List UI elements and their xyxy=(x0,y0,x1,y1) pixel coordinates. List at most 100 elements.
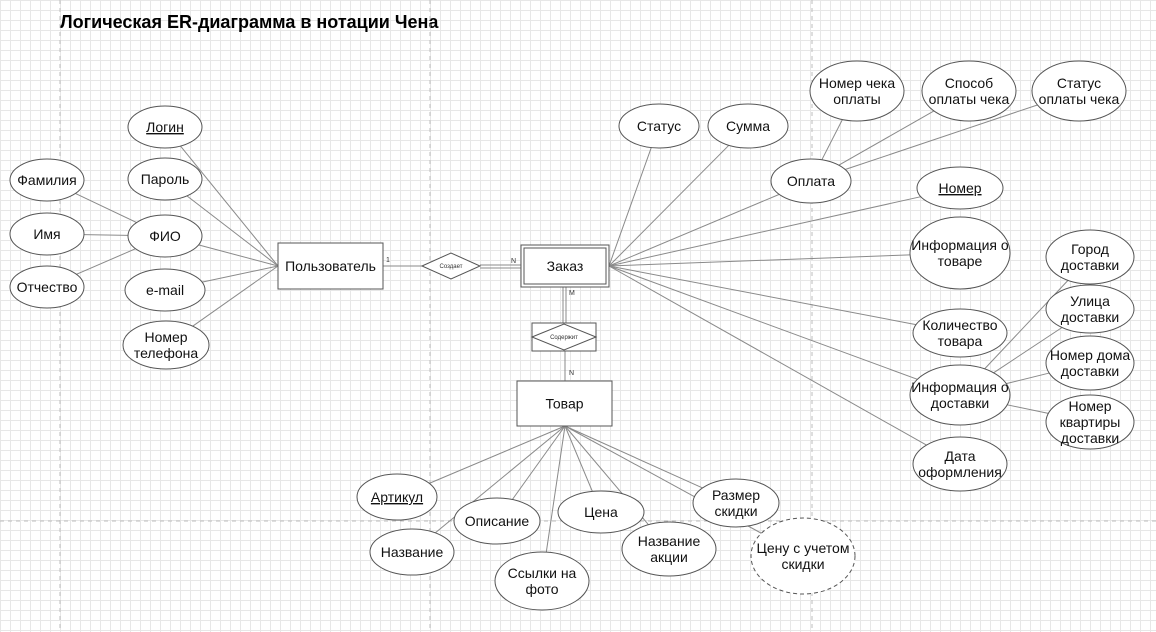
attribute-label: Название xyxy=(381,544,444,560)
relationship-label: Содержит xyxy=(550,335,578,341)
entity-shape xyxy=(516,380,613,427)
attribute-login[interactable]: Логин xyxy=(127,105,203,149)
attribute-shape xyxy=(912,308,1008,358)
cardinality-label: N xyxy=(569,370,574,377)
attribute-order-number[interactable]: Номер xyxy=(916,166,1004,210)
attribute-shape xyxy=(1031,60,1127,122)
entity-label: Пользователь xyxy=(285,258,376,274)
attribute-shape xyxy=(618,103,700,149)
cardinality-label: M xyxy=(569,290,575,297)
diagram-title: Логическая ER-диаграмма в нотации Чена xyxy=(60,12,439,32)
connector-line xyxy=(608,265,927,446)
connector-line xyxy=(83,234,129,236)
attribute-shape xyxy=(770,158,852,204)
attribute-password[interactable]: Пароль xyxy=(127,157,203,201)
attribute-name[interactable]: Имя xyxy=(9,212,85,256)
attribute-shape xyxy=(912,436,1008,492)
cardinality-label: 1 xyxy=(386,257,390,264)
connector-line xyxy=(838,110,935,166)
attribute-description[interactable]: Описание xyxy=(453,497,541,545)
connector-line xyxy=(198,244,279,267)
attribute-shape xyxy=(127,214,203,258)
attribute-shape xyxy=(127,157,203,201)
relationship-creates[interactable]: Создает xyxy=(420,252,482,280)
attribute-label: ФИО xyxy=(149,228,181,244)
attribute-label: Отчество xyxy=(17,279,78,295)
attribute-shape xyxy=(9,265,85,309)
relationship-shape xyxy=(420,252,482,280)
connector-line xyxy=(608,254,911,267)
connector-line xyxy=(429,425,566,484)
attribute-label: Сумма xyxy=(726,118,770,134)
attribute-shape xyxy=(621,521,717,577)
attribute-shape xyxy=(9,158,85,202)
connector-line xyxy=(821,119,843,161)
attribute-shape xyxy=(707,103,789,149)
attribute-shape xyxy=(692,478,780,528)
connector-line xyxy=(608,144,730,267)
connector-line xyxy=(76,248,136,275)
attribute-shape xyxy=(494,551,590,611)
connector-line xyxy=(186,195,279,267)
connector-line xyxy=(545,425,566,553)
attribute-label: Описание xyxy=(465,513,530,529)
attribute-shape xyxy=(909,216,1011,290)
attribute-surname[interactable]: Фамилия xyxy=(9,158,85,202)
attribute-shape xyxy=(809,60,905,122)
attribute-sum[interactable]: Сумма xyxy=(707,103,789,149)
attribute-patronymic[interactable]: Отчество xyxy=(9,265,85,309)
attribute-price[interactable]: Цена xyxy=(557,490,645,534)
attribute-label: Фамилия xyxy=(17,172,76,188)
entity-shape xyxy=(277,242,384,290)
attribute-article[interactable]: Артикул xyxy=(356,473,438,521)
attribute-shape xyxy=(122,320,210,370)
attribute-fio[interactable]: ФИО xyxy=(127,214,203,258)
attribute-label: Цена xyxy=(584,504,618,520)
attribute-label: Статус xyxy=(637,118,681,134)
attribute-payment[interactable]: Оплата xyxy=(770,158,852,204)
attribute-label: e-mail xyxy=(146,282,184,298)
relationship-contains[interactable]: Содержит xyxy=(530,322,598,352)
attribute-shape xyxy=(1045,335,1135,391)
entity-product[interactable]: Товар xyxy=(516,380,613,427)
entity-order[interactable]: Заказ xyxy=(520,244,610,288)
connector-line xyxy=(201,265,279,283)
entity-user[interactable]: Пользователь xyxy=(277,242,384,290)
connector-line xyxy=(192,265,279,327)
relationship-label: Создает xyxy=(440,264,463,270)
attribute-shape xyxy=(557,490,645,534)
attribute-status[interactable]: Статус xyxy=(618,103,700,149)
attribute-product-name[interactable]: Название xyxy=(369,528,455,576)
attribute-email[interactable]: e-mail xyxy=(124,268,206,312)
connector-line xyxy=(1006,372,1050,385)
attribute-label: Имя xyxy=(33,226,60,242)
connector-line xyxy=(75,193,137,223)
